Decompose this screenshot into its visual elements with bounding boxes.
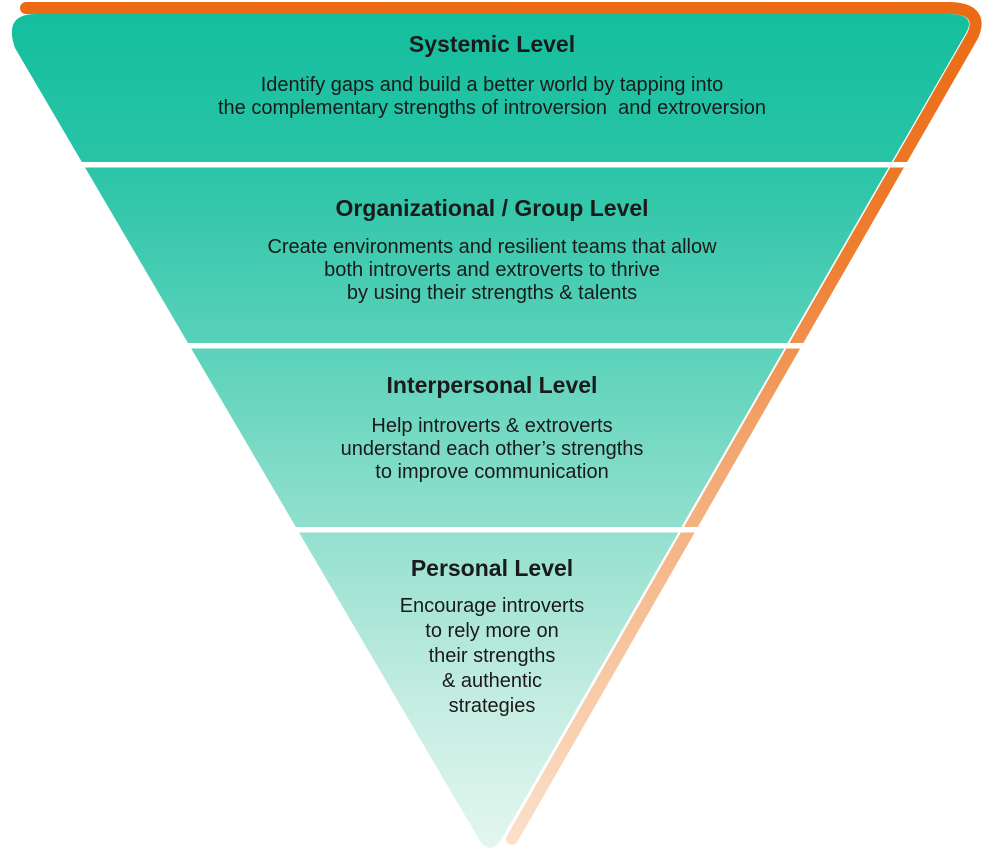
divider-line-1 [0,162,992,168]
divider-line-2 [0,343,992,349]
pyramid-body [11,14,970,848]
orange-accent-border [20,2,982,845]
divider-line-3 [0,527,992,533]
